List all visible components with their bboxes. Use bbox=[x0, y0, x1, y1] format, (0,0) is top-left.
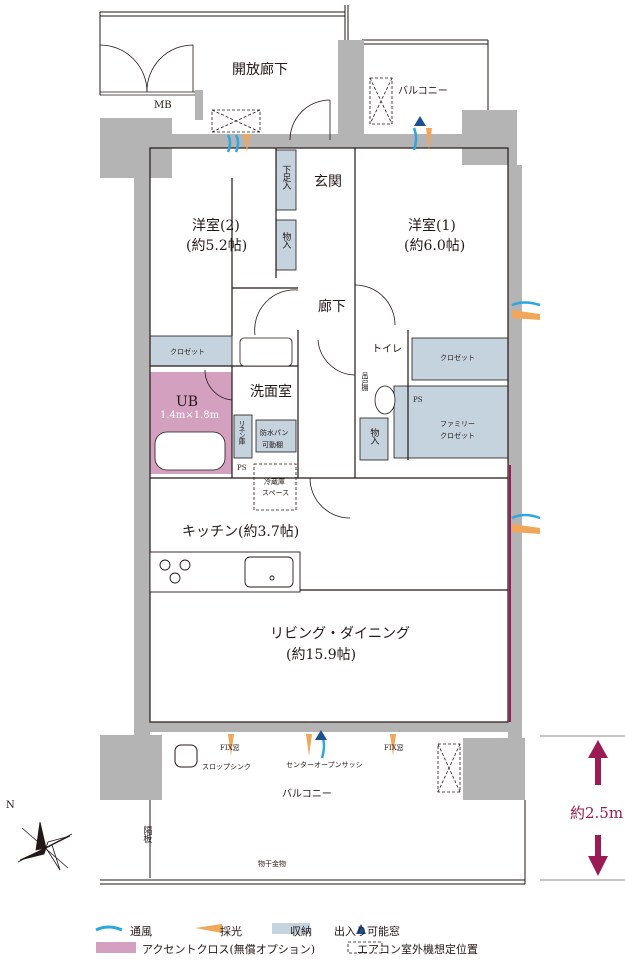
mb-doors bbox=[99, 44, 203, 120]
label-balcony-top: バルコニー bbox=[398, 86, 448, 97]
label-ub-size: 1.4m×1.8m bbox=[160, 410, 220, 421]
label-closet-left: クロゼット bbox=[170, 348, 205, 356]
label-ps1: PS bbox=[413, 396, 423, 404]
legend-row-2: アクセントクロス(無償オプション) エアコン室外機想定位置 bbox=[96, 941, 478, 957]
legend-ventilation: 通風 bbox=[130, 925, 152, 938]
label-kitchen: キッチン(約3.7帖) bbox=[182, 524, 300, 540]
label-living: リビング・ダイニング bbox=[270, 626, 410, 642]
corridor-pillar bbox=[338, 40, 364, 135]
label-partition: 隔板 bbox=[141, 826, 152, 842]
label-storage2: 物入 bbox=[368, 428, 379, 444]
toilet-bowl bbox=[374, 385, 396, 415]
washbasin bbox=[239, 337, 293, 367]
daylight-markers bbox=[228, 128, 540, 756]
label-fix-window-left: FIX窓 bbox=[220, 744, 240, 752]
label-ps2: PS bbox=[237, 464, 247, 472]
storage-linen bbox=[233, 414, 253, 459]
label-washer-pan: 防水パン bbox=[260, 429, 289, 437]
label-western1-size: (約6.0帖) bbox=[404, 238, 466, 254]
label-living-size: (約15.9帖) bbox=[286, 647, 357, 663]
label-fridge-2: スペース bbox=[262, 489, 290, 497]
label-hanging-shelf: 吊戸棚 bbox=[361, 372, 370, 390]
label-western2-name: 洋室(2) bbox=[192, 218, 240, 234]
label-linen: リネン庫 bbox=[238, 420, 247, 444]
compass-rose bbox=[17, 821, 73, 871]
label-western2-size: (約5.2帖) bbox=[186, 238, 248, 254]
corridor-railing bbox=[99, 5, 489, 110]
compass-north-label: N bbox=[6, 800, 15, 811]
storage-closet-right bbox=[411, 337, 509, 381]
bathtub bbox=[154, 431, 226, 471]
legend-accent-cross: アクセントクロス(無償オプション) bbox=[142, 943, 316, 956]
label-clothes-hanger: 物干金物 bbox=[258, 860, 286, 868]
exit-window-markers bbox=[315, 116, 426, 740]
label-shoe-storage: 下足入 bbox=[280, 165, 291, 189]
kitchen-counter bbox=[149, 551, 301, 593]
label-toilet: トイレ bbox=[372, 344, 402, 355]
label-washroom: 洗面室 bbox=[250, 384, 292, 400]
label-entrance: 玄関 bbox=[314, 174, 342, 190]
balcony-bottom bbox=[100, 744, 526, 885]
label-ub: UB bbox=[176, 394, 199, 410]
ceiling-height-label: 約2.5m bbox=[570, 804, 624, 822]
storage-washer bbox=[255, 419, 297, 453]
legend-daylight: 採光 bbox=[220, 925, 242, 938]
legend-row-1: 通風 採光 収納 出入り可能窓 bbox=[96, 923, 400, 939]
storage-mono2 bbox=[359, 417, 389, 461]
label-fix-window-right: FIX窓 bbox=[384, 744, 404, 752]
legend-ac-outdoor: エアコン室外機想定位置 bbox=[357, 943, 479, 956]
label-balcony-bottom: バルコニー bbox=[282, 789, 332, 800]
doors bbox=[204, 99, 396, 519]
label-storage1: 物入 bbox=[280, 232, 291, 248]
label-center-sash: センターオープンサッシ bbox=[286, 761, 363, 769]
label-family-closet-1: ファミリー bbox=[440, 420, 475, 428]
storage-family-closet bbox=[393, 385, 509, 459]
label-movable-shelf: 可動棚 bbox=[262, 441, 283, 449]
legend-exit-window: 出入り可能窓 bbox=[334, 925, 400, 938]
label-closet-right: クロゼット bbox=[440, 354, 475, 362]
legend-swatches bbox=[95, 923, 383, 954]
fridge-space bbox=[253, 463, 297, 511]
label-open-corridor: 開放廊下 bbox=[232, 62, 288, 78]
label-mb: MB bbox=[154, 100, 172, 111]
label-slop-sink: スロップシンク bbox=[202, 763, 251, 771]
label-fridge-1: 冷蔵庫 bbox=[264, 478, 285, 486]
ceiling-height-arrow bbox=[540, 735, 625, 881]
label-family-closet-2: クロゼット bbox=[440, 432, 475, 440]
label-hall: 廊下 bbox=[318, 299, 346, 315]
ac-outdoor-units bbox=[211, 77, 461, 793]
legend-storage: 収納 bbox=[290, 925, 312, 938]
label-western1-name: 洋室(1) bbox=[408, 218, 456, 234]
